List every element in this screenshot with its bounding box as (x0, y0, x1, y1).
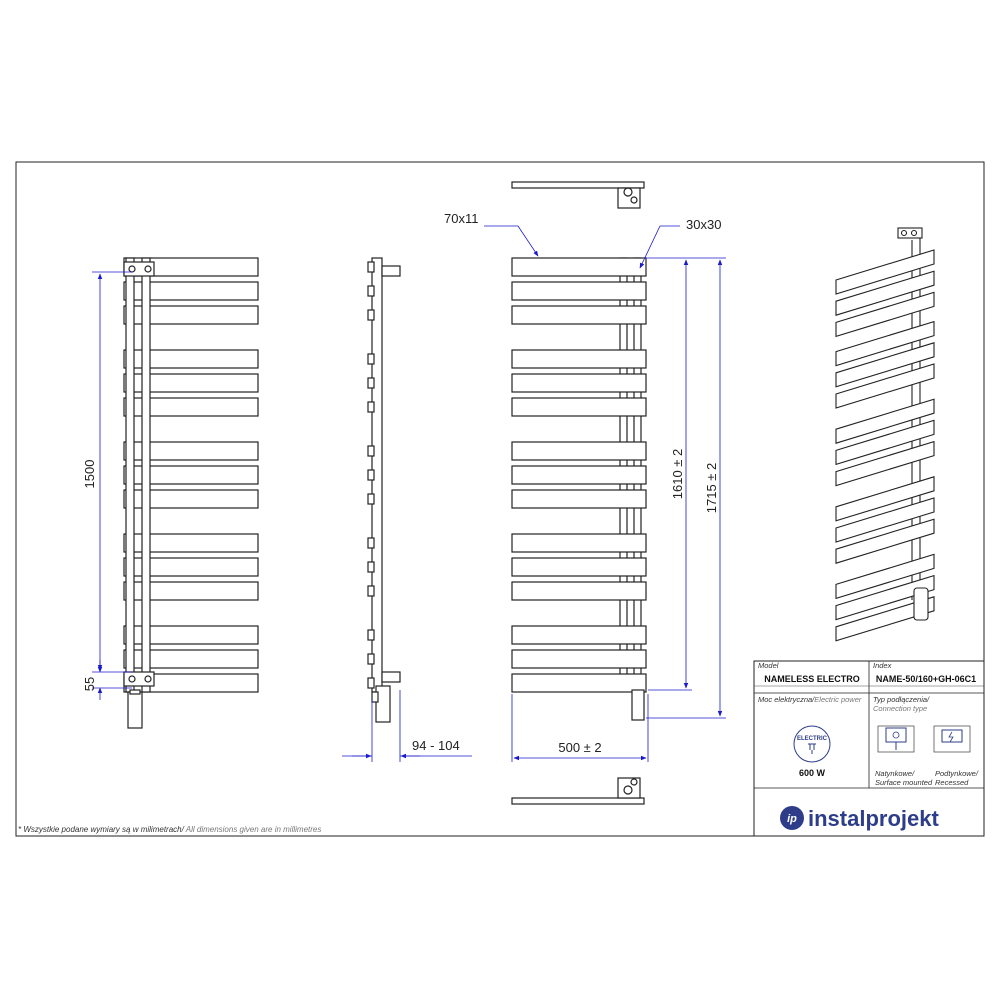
side-bar (367, 653, 375, 665)
iso-bar (835, 320, 935, 367)
side-bar (367, 401, 375, 413)
side-bar (367, 309, 375, 321)
front-bar (123, 465, 259, 485)
front-bar (123, 281, 259, 301)
main-bar (511, 441, 647, 461)
iso-bar (835, 342, 935, 388)
iso-bar (835, 440, 935, 487)
main-bar (511, 489, 647, 509)
front-bar (123, 349, 259, 369)
main-bar (511, 649, 647, 669)
main-view (511, 181, 647, 805)
index-value: NAME-50/160+GH-06C1 (876, 674, 976, 684)
main-bar (511, 581, 647, 601)
side-bar (367, 445, 375, 457)
dim-flat-bar: 70x11 (444, 211, 478, 226)
title-block: Model NAMELESS ELECTRO Index NAME-50/160… (753, 660, 985, 837)
dim-square-bar: 30x30 (686, 217, 721, 232)
iso-bar (835, 476, 935, 522)
recessed-label-pl: Podtynkowe/ (935, 769, 979, 778)
iso-bar (835, 596, 935, 642)
side-bar (367, 537, 375, 549)
recessed-label-en: Recessed (935, 778, 969, 787)
side-bar (367, 629, 375, 641)
dim-total-height: 1715 ± 2 (704, 463, 719, 514)
front-bar (123, 441, 259, 461)
iso-bar (835, 497, 935, 543)
svg-text:ELECTRIC: ELECTRIC (797, 736, 828, 742)
main-bar (511, 673, 647, 693)
side-bar (367, 469, 375, 481)
front-view (123, 257, 259, 729)
side-bar (367, 677, 375, 689)
main-bar (511, 349, 647, 369)
svg-text:ip: ip (787, 813, 797, 825)
model-label: Model (758, 661, 779, 670)
side-view (367, 257, 401, 723)
side-bar (367, 261, 375, 273)
iso-bar (835, 574, 935, 621)
front-bar (123, 649, 259, 669)
instalprojekt-logo: ip instalprojekt (780, 806, 939, 831)
dim-offset-55: 55 (82, 677, 97, 691)
iso-bar (835, 363, 935, 409)
front-bar (123, 305, 259, 325)
main-bar (511, 533, 647, 553)
index-label: Index (873, 661, 892, 670)
surface-mounted-icon (877, 725, 915, 753)
front-bar (123, 625, 259, 645)
main-bar (511, 373, 647, 393)
drawing-border (15, 161, 985, 837)
surface-label-pl: Natynkowe/ (875, 769, 915, 778)
power-label: Moc elektryczna/Electric power (758, 695, 862, 704)
iso-bar (835, 270, 935, 316)
connection-label-en: Connection type (873, 704, 927, 713)
main-bar (511, 397, 647, 417)
dim-depth: 94 - 104 (412, 738, 460, 753)
main-dimensions (484, 225, 726, 762)
connection-label: Typ podłączenia/ (873, 695, 930, 704)
side-bar (367, 285, 375, 297)
brand-name: instalprojekt (808, 806, 939, 831)
front-bar (123, 489, 259, 509)
front-bar (123, 373, 259, 393)
iso-bar (835, 249, 935, 295)
main-bar (511, 305, 647, 325)
side-bar (367, 561, 375, 573)
recessed-icon (933, 725, 971, 753)
units-footnote: * Wszystkie podane wymiary są w milimetr… (18, 825, 321, 834)
side-bar (367, 493, 375, 505)
side-dimensions (342, 690, 472, 762)
iso-bar (835, 398, 935, 444)
model-value: NAMELESS ELECTRO (764, 674, 860, 684)
isometric-view (835, 227, 935, 642)
electric-badge-icon: ELECTRIC (793, 725, 831, 763)
side-bar (367, 353, 375, 365)
front-dimensions (92, 271, 132, 700)
iso-bar (835, 291, 935, 338)
dim-axis-height: 1610 ± 2 (670, 449, 685, 500)
main-bar (511, 281, 647, 301)
main-bar (511, 257, 647, 277)
main-bar (511, 557, 647, 577)
main-bar (511, 465, 647, 485)
power-value: 600 W (799, 768, 826, 778)
front-bar (123, 533, 259, 553)
side-bar (367, 377, 375, 389)
surface-label-en: Surface mounted (875, 778, 933, 787)
dim-width: 500 ± 2 (558, 740, 601, 755)
side-bar (367, 585, 375, 597)
dim-height-1500: 1500 (82, 460, 97, 489)
iso-bar (835, 518, 935, 564)
front-bar (123, 397, 259, 417)
iso-bar (835, 419, 935, 466)
main-bar (511, 625, 647, 645)
front-bar (123, 557, 259, 577)
iso-bar (835, 553, 935, 600)
front-bar (123, 581, 259, 601)
